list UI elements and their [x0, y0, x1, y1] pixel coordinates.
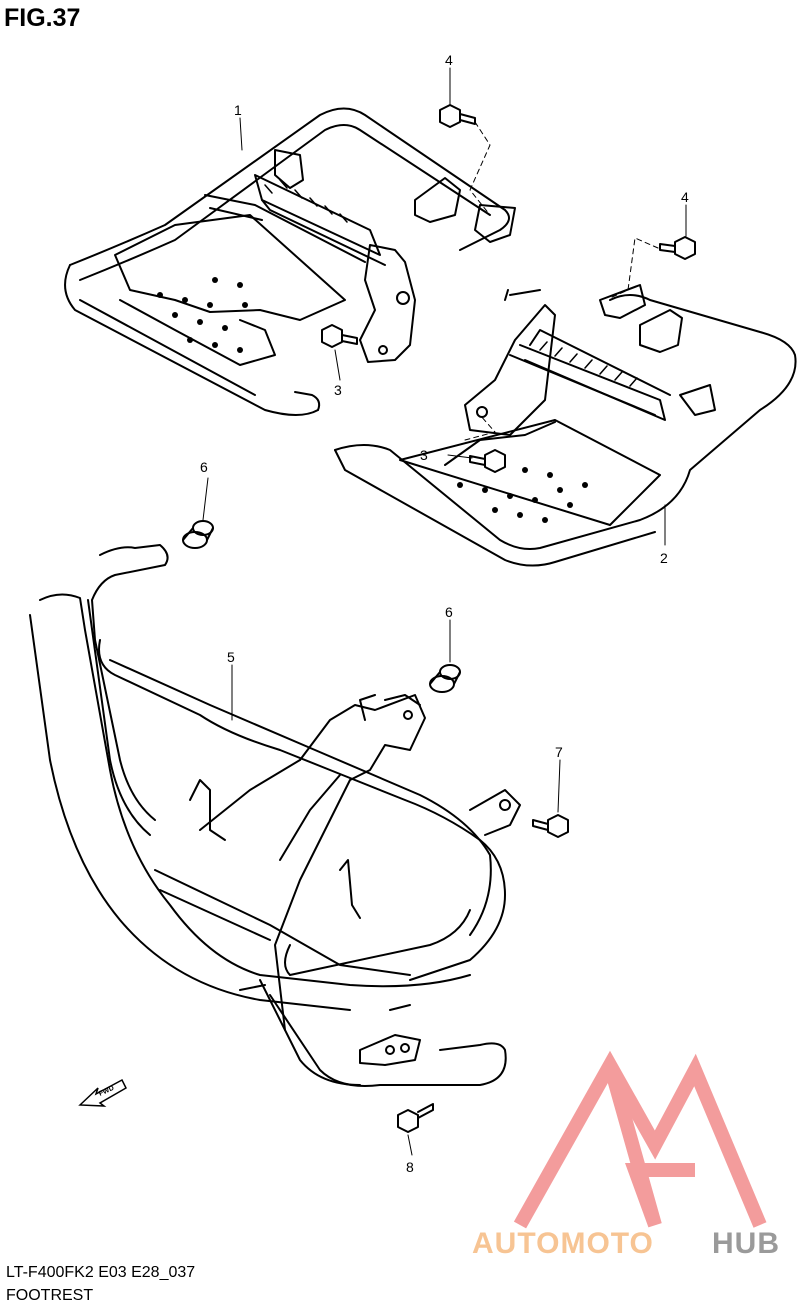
callout-1: 1 — [234, 102, 242, 118]
figure-title: FIG.37 — [4, 4, 81, 32]
callout-8: 8 — [406, 1159, 414, 1175]
callout-6a: 6 — [200, 459, 208, 475]
part-7-bolt — [532, 814, 569, 838]
model-code: LT-F400FK2 E03 E28_037 — [6, 1264, 196, 1281]
part-6-grommet-a — [182, 520, 214, 549]
part-5-front-bumper-guard — [29, 544, 521, 1087]
callout-3b: 3 — [420, 447, 428, 463]
watermark-word-automoto: AUTOMOTO — [472, 1227, 654, 1260]
part-8-bolt — [397, 1103, 434, 1133]
fwd-arrow-icon: FWD — [78, 1078, 127, 1107]
leader-lines — [202, 67, 687, 1156]
part-4-bolt-a — [439, 104, 476, 128]
alignment-lines — [464, 121, 659, 441]
callouts: 1 2 3 3 4 4 5 6 6 7 8 — [200, 52, 689, 1175]
callout-4a: 4 — [445, 52, 453, 68]
callout-4b: 4 — [681, 189, 689, 205]
callout-2: 2 — [660, 550, 668, 566]
part-4-bolt-b — [659, 236, 696, 260]
part-2-right-footrest — [334, 284, 797, 567]
part-1-left-footrest — [64, 107, 516, 416]
part-3-bolt-a — [321, 324, 358, 348]
watermark-word-hub: HUB — [712, 1227, 780, 1260]
callout-5: 5 — [227, 649, 235, 665]
callout-7: 7 — [555, 744, 563, 760]
watermark-logo-icon — [513, 1050, 767, 1229]
section-name: FOOTREST — [6, 1287, 94, 1304]
callout-3a: 3 — [334, 382, 342, 398]
part-3-bolt-b — [469, 449, 506, 473]
callout-6b: 6 — [445, 604, 453, 620]
part-6-grommet-b — [429, 664, 461, 693]
